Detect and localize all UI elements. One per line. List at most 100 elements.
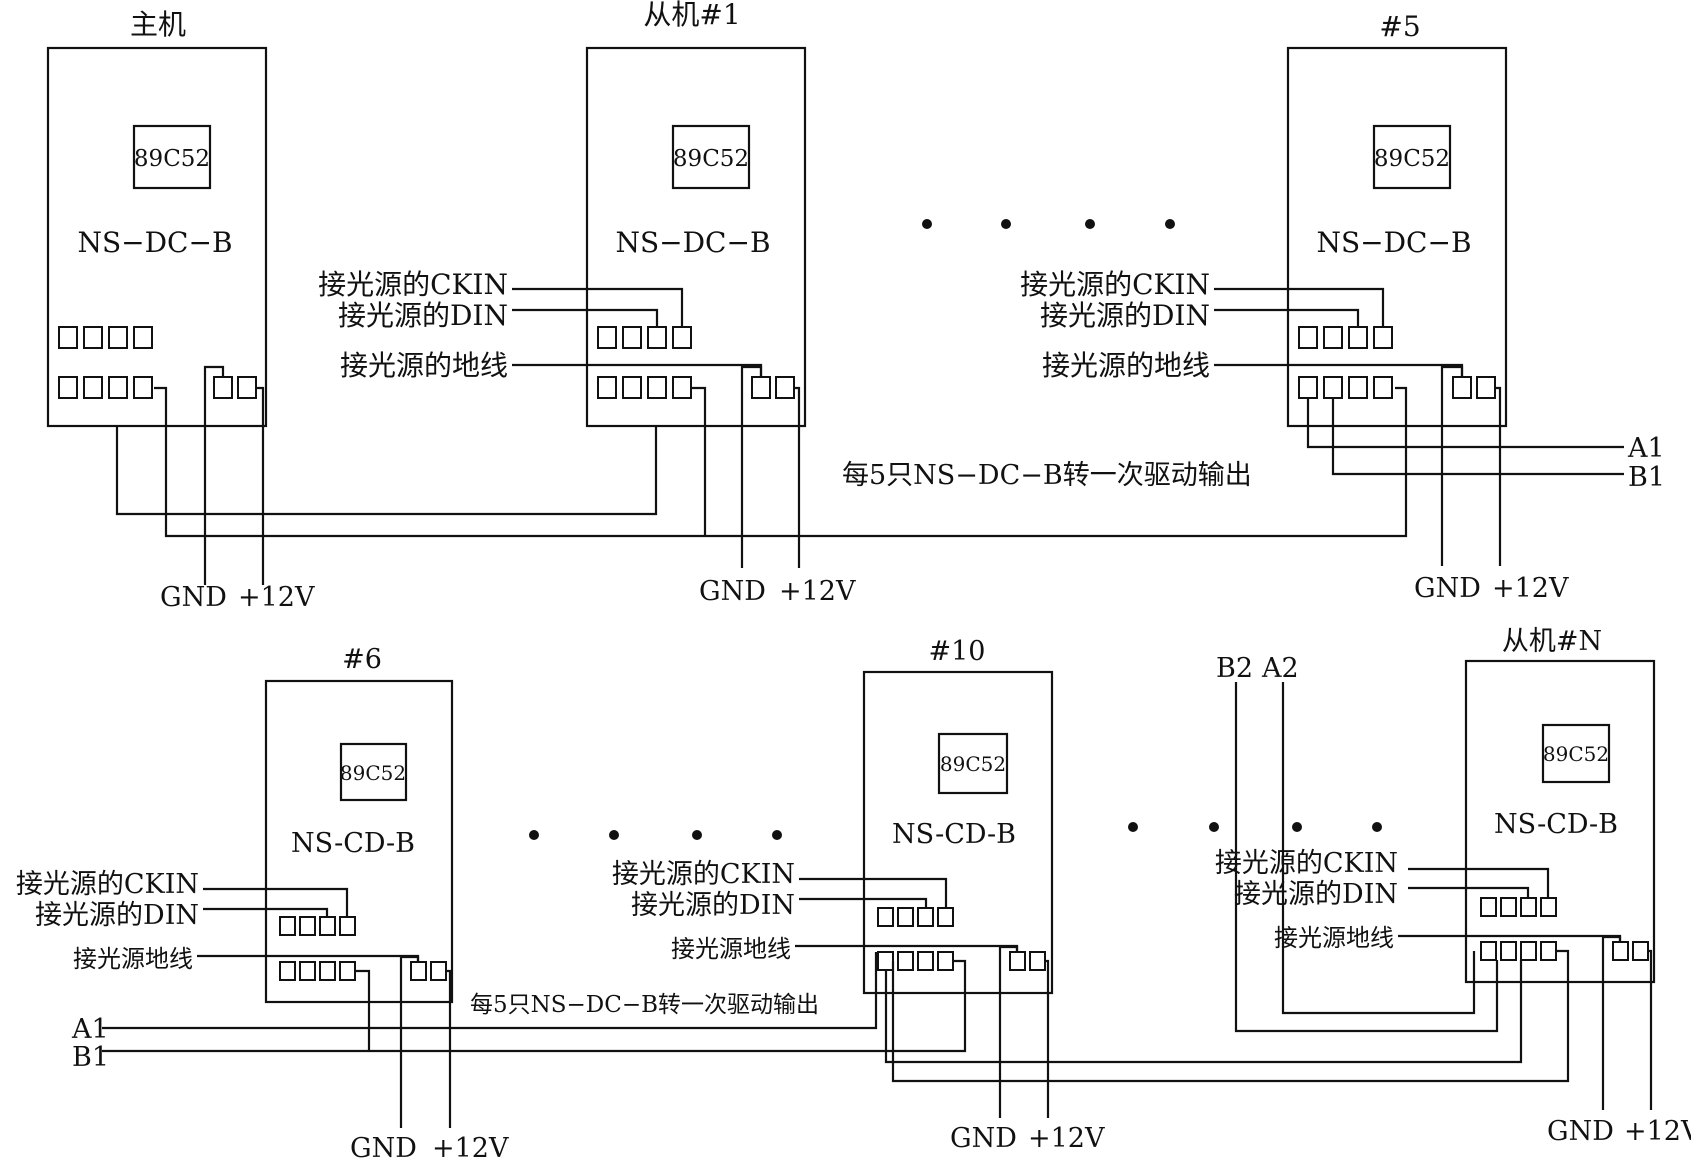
slave6-pin-r1-1	[279, 916, 296, 936]
slave1-pin-r2-2	[622, 376, 642, 399]
slave1-pin-pwr-1	[751, 376, 771, 399]
bottom-dot-3	[692, 830, 702, 840]
slave5-chip-label: 89C52	[1374, 146, 1450, 172]
bottom-dot-1	[529, 830, 539, 840]
slave1-din-label: 接光源的DIN	[338, 299, 508, 332]
slave1-ground-wire	[512, 363, 763, 377]
slaveN-pin-r1-3	[1520, 897, 1537, 917]
slave5-box	[1286, 46, 1508, 428]
slave10-loop-2	[891, 949, 1570, 1083]
master-slave1-link-a	[115, 426, 658, 516]
bus-a1-in	[102, 952, 878, 1030]
bottom-a1-label: A1	[71, 1014, 109, 1045]
slave10-pin-r2-1	[877, 951, 894, 971]
slaveN-12v-wire	[1648, 949, 1653, 1110]
slave5-gnd-wire-label: 接光源的地线	[1042, 349, 1210, 382]
master-pin-pwr-1	[213, 376, 233, 399]
slave1-bus-tap	[692, 386, 707, 536]
master-pin-r1-1	[58, 326, 78, 349]
top-dot-1	[922, 219, 932, 229]
slave5-din-label: 接光源的DIN	[1040, 299, 1210, 332]
slave1-pin-pwr-2	[775, 376, 795, 399]
top-note: 每5只NS−DC−B转一次驱动输出	[842, 460, 1252, 491]
slave6-pin-r2-4	[339, 961, 356, 981]
slave6-a1-tap	[355, 969, 371, 1051]
slaveN-pin-pwr-1	[1612, 941, 1629, 961]
slave5-pin-r1-3	[1348, 326, 1368, 349]
slave10-gnd-wire	[998, 945, 1019, 1118]
slave5-pin-r2-1	[1298, 376, 1318, 399]
slaveN-ckin-wire	[1408, 867, 1550, 898]
slave10-din-wire	[799, 897, 928, 908]
master-title: 主机	[130, 8, 186, 41]
slave10-ckin-label: 接光源的CKIN	[612, 859, 795, 890]
slaveN-pin-r1-4	[1540, 897, 1557, 917]
slave5-12v-wire	[1495, 386, 1502, 566]
slave5-pin-r1-4	[1373, 326, 1393, 349]
top-a1-label: A1	[1627, 433, 1665, 464]
slave1-pin-r1-4	[672, 326, 692, 349]
top-ellipsis	[922, 219, 1175, 229]
slave10-loop-1	[884, 960, 1523, 1064]
master-chip	[132, 124, 212, 190]
slave10-gnd-wire-label: 接光源地线	[671, 935, 791, 963]
bottom-wiring	[102, 682, 1653, 1128]
slave5-ckin-label: 接光源的CKIN	[1020, 268, 1210, 301]
slave1-ckin-wire	[512, 287, 684, 327]
slave10-chip	[937, 732, 1009, 795]
slave10-model-label: NS-CD-B	[892, 819, 1016, 850]
slaveN-din-wire	[1408, 886, 1530, 898]
bottom-gnd-2: GND	[950, 1123, 1017, 1154]
bus-link-b	[154, 386, 1408, 538]
slave5-model-label: NS−DC−B	[1316, 226, 1471, 259]
slaveN-pin-r2-3	[1520, 941, 1537, 961]
bottom-12v-3: +12V	[1624, 1116, 1691, 1147]
top-12v-1: +12V	[238, 582, 315, 613]
top-gnd-3: GND	[1414, 573, 1481, 604]
slaveN-pin-pwr-2	[1632, 941, 1649, 961]
slave5-chip	[1372, 124, 1452, 190]
slaveN-model-label: NS-CD-B	[1494, 809, 1618, 840]
slave6-model-label: NS-CD-B	[291, 828, 415, 859]
slave10-pin-r1-1	[877, 907, 894, 927]
top-b1-label: B1	[1628, 462, 1665, 493]
bottom-a2-label: A2	[1261, 653, 1299, 684]
slave1-model-label: NS−DC−B	[615, 226, 770, 259]
slave10-title: #10	[929, 636, 986, 667]
slaveN-module: 从机#N 89C52 NS-CD-B 接光源的CKIN 接光源的DIN 接光源地…	[1215, 626, 1656, 984]
master-pin-r2-2	[83, 376, 103, 399]
slave5-a1-out	[1306, 398, 1624, 449]
bottom-gnd-1: GND	[350, 1133, 417, 1161]
slave1-pin-r2-3	[647, 376, 667, 399]
slave5-ground-wire	[1214, 363, 1464, 377]
slave5-pin-r2-2	[1323, 376, 1343, 399]
slave6-ckin-wire	[203, 887, 349, 917]
slave5-ckin-wire	[1214, 287, 1385, 327]
slave1-box	[585, 46, 807, 428]
slave5-pin-pwr-1	[1452, 376, 1472, 399]
bottom-dot-7	[1292, 822, 1302, 832]
top-dot-4	[1165, 219, 1175, 229]
slave10-module: #10 89C52 NS-CD-B 接光源的CKIN 接光源的DIN 接光源地线	[612, 636, 1054, 995]
slave1-12v-wire	[794, 386, 801, 568]
slave1-chip-label: 89C52	[673, 146, 749, 172]
slave6-pin-r2-1	[279, 961, 296, 981]
slaveN-gnd-wire	[1601, 935, 1622, 1110]
slave1-pin-r1-3	[647, 326, 667, 349]
slaveN-pin-r1-1	[1480, 897, 1497, 917]
slave10-chip-label: 89C52	[940, 752, 1006, 776]
top-dot-2	[1001, 219, 1011, 229]
slave10-din-label: 接光源的DIN	[631, 890, 795, 921]
slaveN-din-label: 接光源的DIN	[1234, 879, 1398, 910]
master-12v-wire	[256, 386, 265, 585]
slave5-b1-out	[1331, 398, 1624, 476]
top-dot-3	[1085, 219, 1095, 229]
master-pin-r1-2	[83, 326, 103, 349]
slave1-pin-r2-4	[672, 376, 692, 399]
slaveN-chip-label: 89C52	[1543, 742, 1609, 766]
top-12v-3: +12V	[1492, 573, 1569, 604]
bottom-dot-6	[1209, 822, 1219, 832]
slave1-module: 从机#1 89C52 NS−DC−B 接光源的CKIN 接光源的DIN 接光源的…	[318, 0, 807, 428]
slave5-pin-r2-4	[1373, 376, 1393, 399]
slave1-chip	[671, 124, 751, 190]
